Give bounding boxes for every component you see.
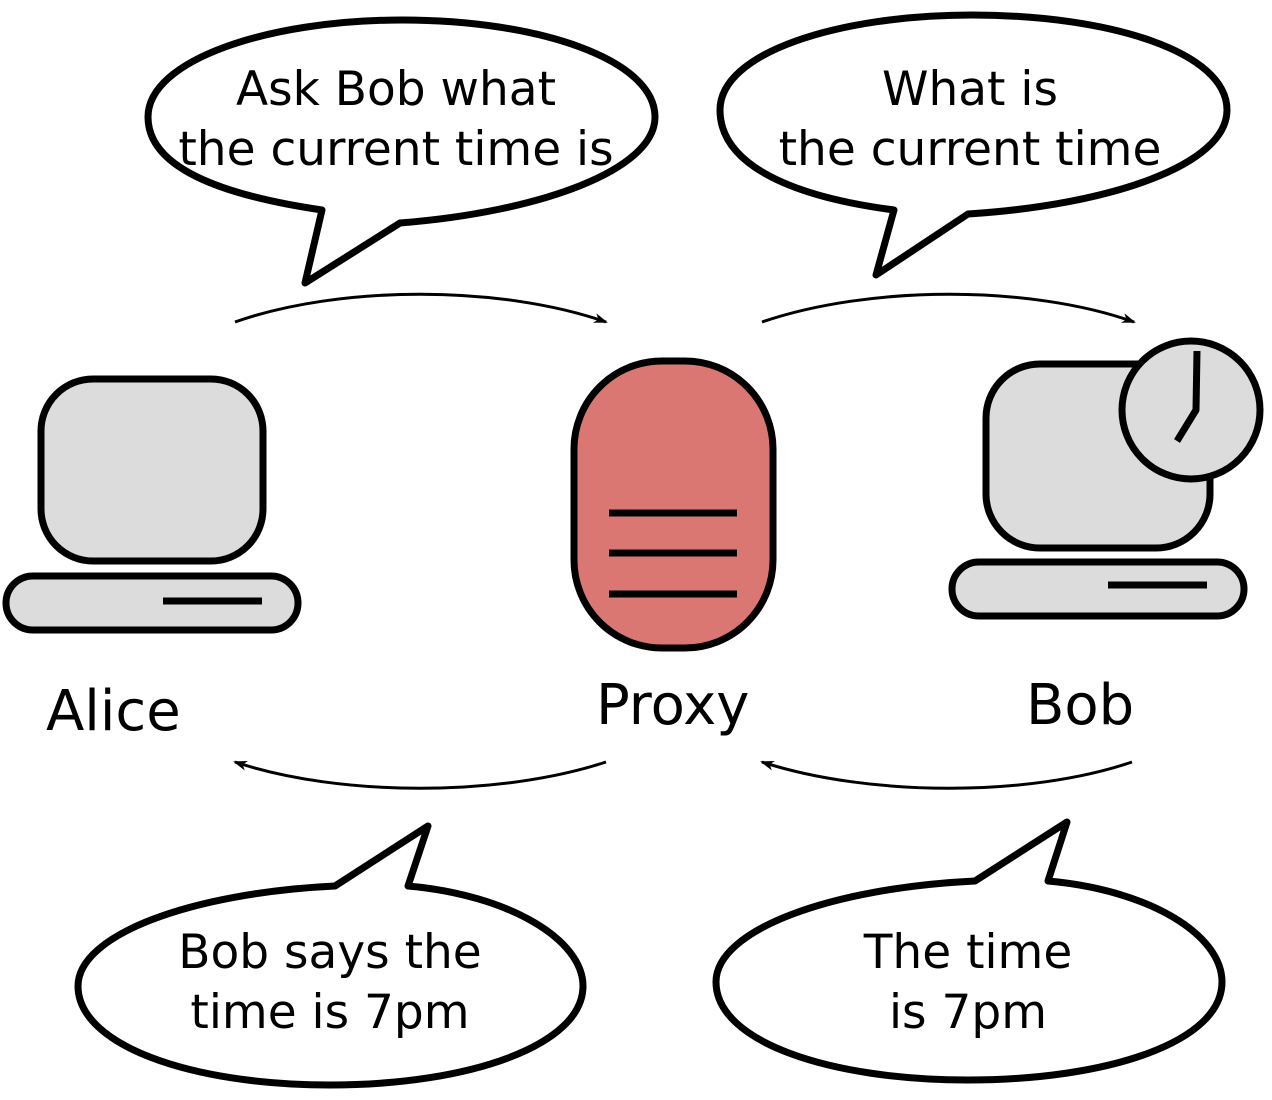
node-label-alice: Alice — [46, 679, 181, 744]
bubble-text-line2: time is 7pm — [190, 985, 469, 1040]
node-label-proxy: Proxy — [596, 673, 749, 738]
speech-bubble-proxy-to-alice: Bob says the time is 7pm — [74, 822, 587, 1089]
bubble-text-line1: Bob says the — [178, 925, 481, 980]
computer-icon — [2, 375, 302, 634]
computer-with-clock-icon — [948, 337, 1264, 620]
bubble-text-line2: is 7pm — [889, 985, 1047, 1040]
node-label-bob: Bob — [1026, 673, 1134, 738]
server-icon — [570, 357, 777, 652]
bubble-text-line1: What is — [882, 62, 1058, 117]
bubble-text-line2: the current time is — [178, 122, 613, 177]
speech-bubble-proxy-to-bob: What is the current time — [716, 11, 1231, 279]
speech-bubble-bob-to-proxy: The time is 7pm — [712, 818, 1226, 1084]
arrow-bob-to-proxy — [760, 760, 1133, 790]
arrow-alice-to-proxy — [234, 292, 608, 324]
bubble-text-line1: Ask Bob what — [236, 62, 556, 117]
speech-bubble-alice-to-proxy: Ask Bob what the current time is — [144, 16, 659, 287]
bubble-text-line1: The time — [863, 925, 1073, 980]
arrow-proxy-to-alice — [233, 760, 607, 790]
bubble-text-line2: the current time — [779, 122, 1162, 177]
clock-icon — [1118, 337, 1264, 483]
arrow-proxy-to-bob — [761, 292, 1136, 324]
